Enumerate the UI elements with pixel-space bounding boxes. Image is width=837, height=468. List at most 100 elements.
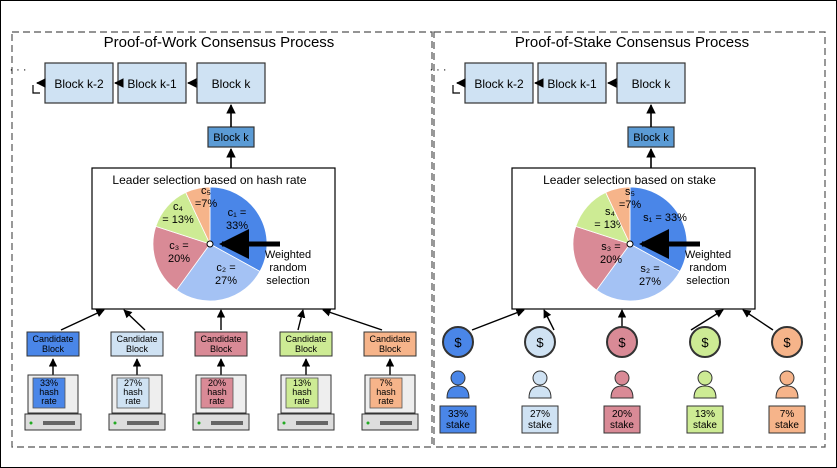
candidate-block <box>194 331 248 357</box>
pie-slice-label: =7% <box>195 198 218 210</box>
coin-icon <box>689 326 721 358</box>
miner-hash-rate: hash <box>292 387 312 397</box>
pie-slice-label: 33% <box>226 220 248 232</box>
selection-label: selection <box>266 275 309 287</box>
miner-drive <box>296 421 328 425</box>
coin-symbol: $ <box>783 335 791 350</box>
miner-hash-rate: hash <box>39 387 59 397</box>
pie-slice-label: c₄ <box>173 201 184 213</box>
pie-slice-label: c₅ <box>201 185 211 197</box>
pos-title: Proof-of-Stake Consensus Process <box>515 34 749 51</box>
stake-label: 27% <box>530 409 550 420</box>
pie-slice <box>595 243 681 302</box>
staker-arrow <box>471 308 525 331</box>
coin-icon <box>442 326 474 358</box>
miner-drive <box>43 421 75 425</box>
pie-slice-label: 27% <box>639 276 661 288</box>
staker-arrow <box>543 309 555 331</box>
stake-box <box>686 405 724 434</box>
pie-center <box>206 240 214 248</box>
chain-block <box>464 62 534 104</box>
candidate-block <box>363 331 417 357</box>
miner-hash-rate: rate <box>294 396 310 406</box>
miner-led <box>366 421 370 425</box>
selection-label: random <box>269 262 306 274</box>
pie-slice <box>572 225 631 291</box>
candidate-block-label: Block <box>210 344 233 354</box>
miner-led <box>113 421 117 425</box>
stake-box <box>768 405 806 434</box>
pie-slice-label: 20% <box>168 253 190 265</box>
stake-label: 33% <box>448 409 468 420</box>
candidate-block-label: Candidate <box>285 334 326 344</box>
pie-slice <box>185 186 211 245</box>
miner-hash-rate: hash <box>207 387 227 397</box>
stake-label: stake <box>446 420 470 431</box>
selection-label: Weighted <box>685 249 731 261</box>
stake-label: stake <box>693 420 717 431</box>
coin-symbol: $ <box>536 335 544 350</box>
pie-slice-label: s₂ = <box>640 263 659 275</box>
pie-slice-label: s₅ <box>625 186 635 198</box>
miner-hash-rate: rate <box>209 396 225 406</box>
miner-led <box>197 421 201 425</box>
stake-label: 7% <box>780 409 795 420</box>
pow-panel <box>11 31 433 448</box>
candidate-block-label: Block <box>126 344 149 354</box>
candidate-block-label: Candidate <box>200 334 241 344</box>
coin-symbol: $ <box>618 335 626 350</box>
miner-hash-rate: hash <box>376 387 396 397</box>
miner-led <box>282 421 286 425</box>
leader-title: Leader selection based on stake <box>543 173 716 187</box>
pie-slice-label: s₄ <box>605 206 616 218</box>
miner-screen <box>200 377 234 409</box>
pie-slice-label: =7% <box>619 199 642 211</box>
chain-block-label: Block k <box>632 77 672 91</box>
pie-slice-label: 20% <box>600 254 622 266</box>
coin-icon <box>606 326 638 358</box>
pie-slice <box>152 225 211 291</box>
person-icon <box>775 385 799 399</box>
miner-hash-rate: 27% <box>124 378 142 388</box>
candidate-arrow <box>123 309 146 331</box>
pie-slice-label: s₁ = 33% <box>643 212 687 224</box>
stake-label: stake <box>610 420 634 431</box>
coin-symbol: $ <box>701 335 709 350</box>
leader-title: Leader selection based on hash rate <box>112 173 306 187</box>
stake-label: 20% <box>612 409 632 420</box>
chain-block-label: Block k-2 <box>54 77 104 91</box>
person-icon <box>446 385 470 399</box>
person-icon <box>614 370 630 386</box>
candidate-arrow <box>322 308 383 331</box>
pie-slice-label: = 13% <box>594 219 626 231</box>
new-block-label: Block k <box>213 132 249 144</box>
coin-icon <box>771 326 803 358</box>
pos-panel <box>433 31 826 448</box>
chain-block-label: Block k-2 <box>474 77 524 91</box>
coin-symbol: $ <box>454 335 462 350</box>
person-icon <box>528 385 552 399</box>
miner-screen <box>369 377 403 409</box>
chain-ellipsis: · · · <box>9 64 26 76</box>
chain-block <box>44 62 114 104</box>
selection-label: Weighted <box>265 249 311 261</box>
pow-title: Proof-of-Work Consensus Process <box>104 34 335 51</box>
pie-slice-label: c₁ = <box>228 207 247 219</box>
miner-hash-rate: 33% <box>40 378 58 388</box>
pie-slice-label: 27% <box>215 275 237 287</box>
person-icon <box>693 385 717 399</box>
candidate-block <box>110 331 164 357</box>
pie-slice-label: s₃ = <box>601 241 620 253</box>
miner-hash-rate: rate <box>378 396 394 406</box>
candidate-arrow <box>297 309 306 331</box>
chain-block-label: Block k-1 <box>547 77 597 91</box>
stake-label: stake <box>775 420 799 431</box>
chain-block <box>537 62 607 104</box>
candidate-block-label: Block <box>42 344 65 354</box>
candidate-block <box>279 331 333 357</box>
miner-drive <box>127 421 159 425</box>
chain-block-label: Block k <box>212 77 252 91</box>
